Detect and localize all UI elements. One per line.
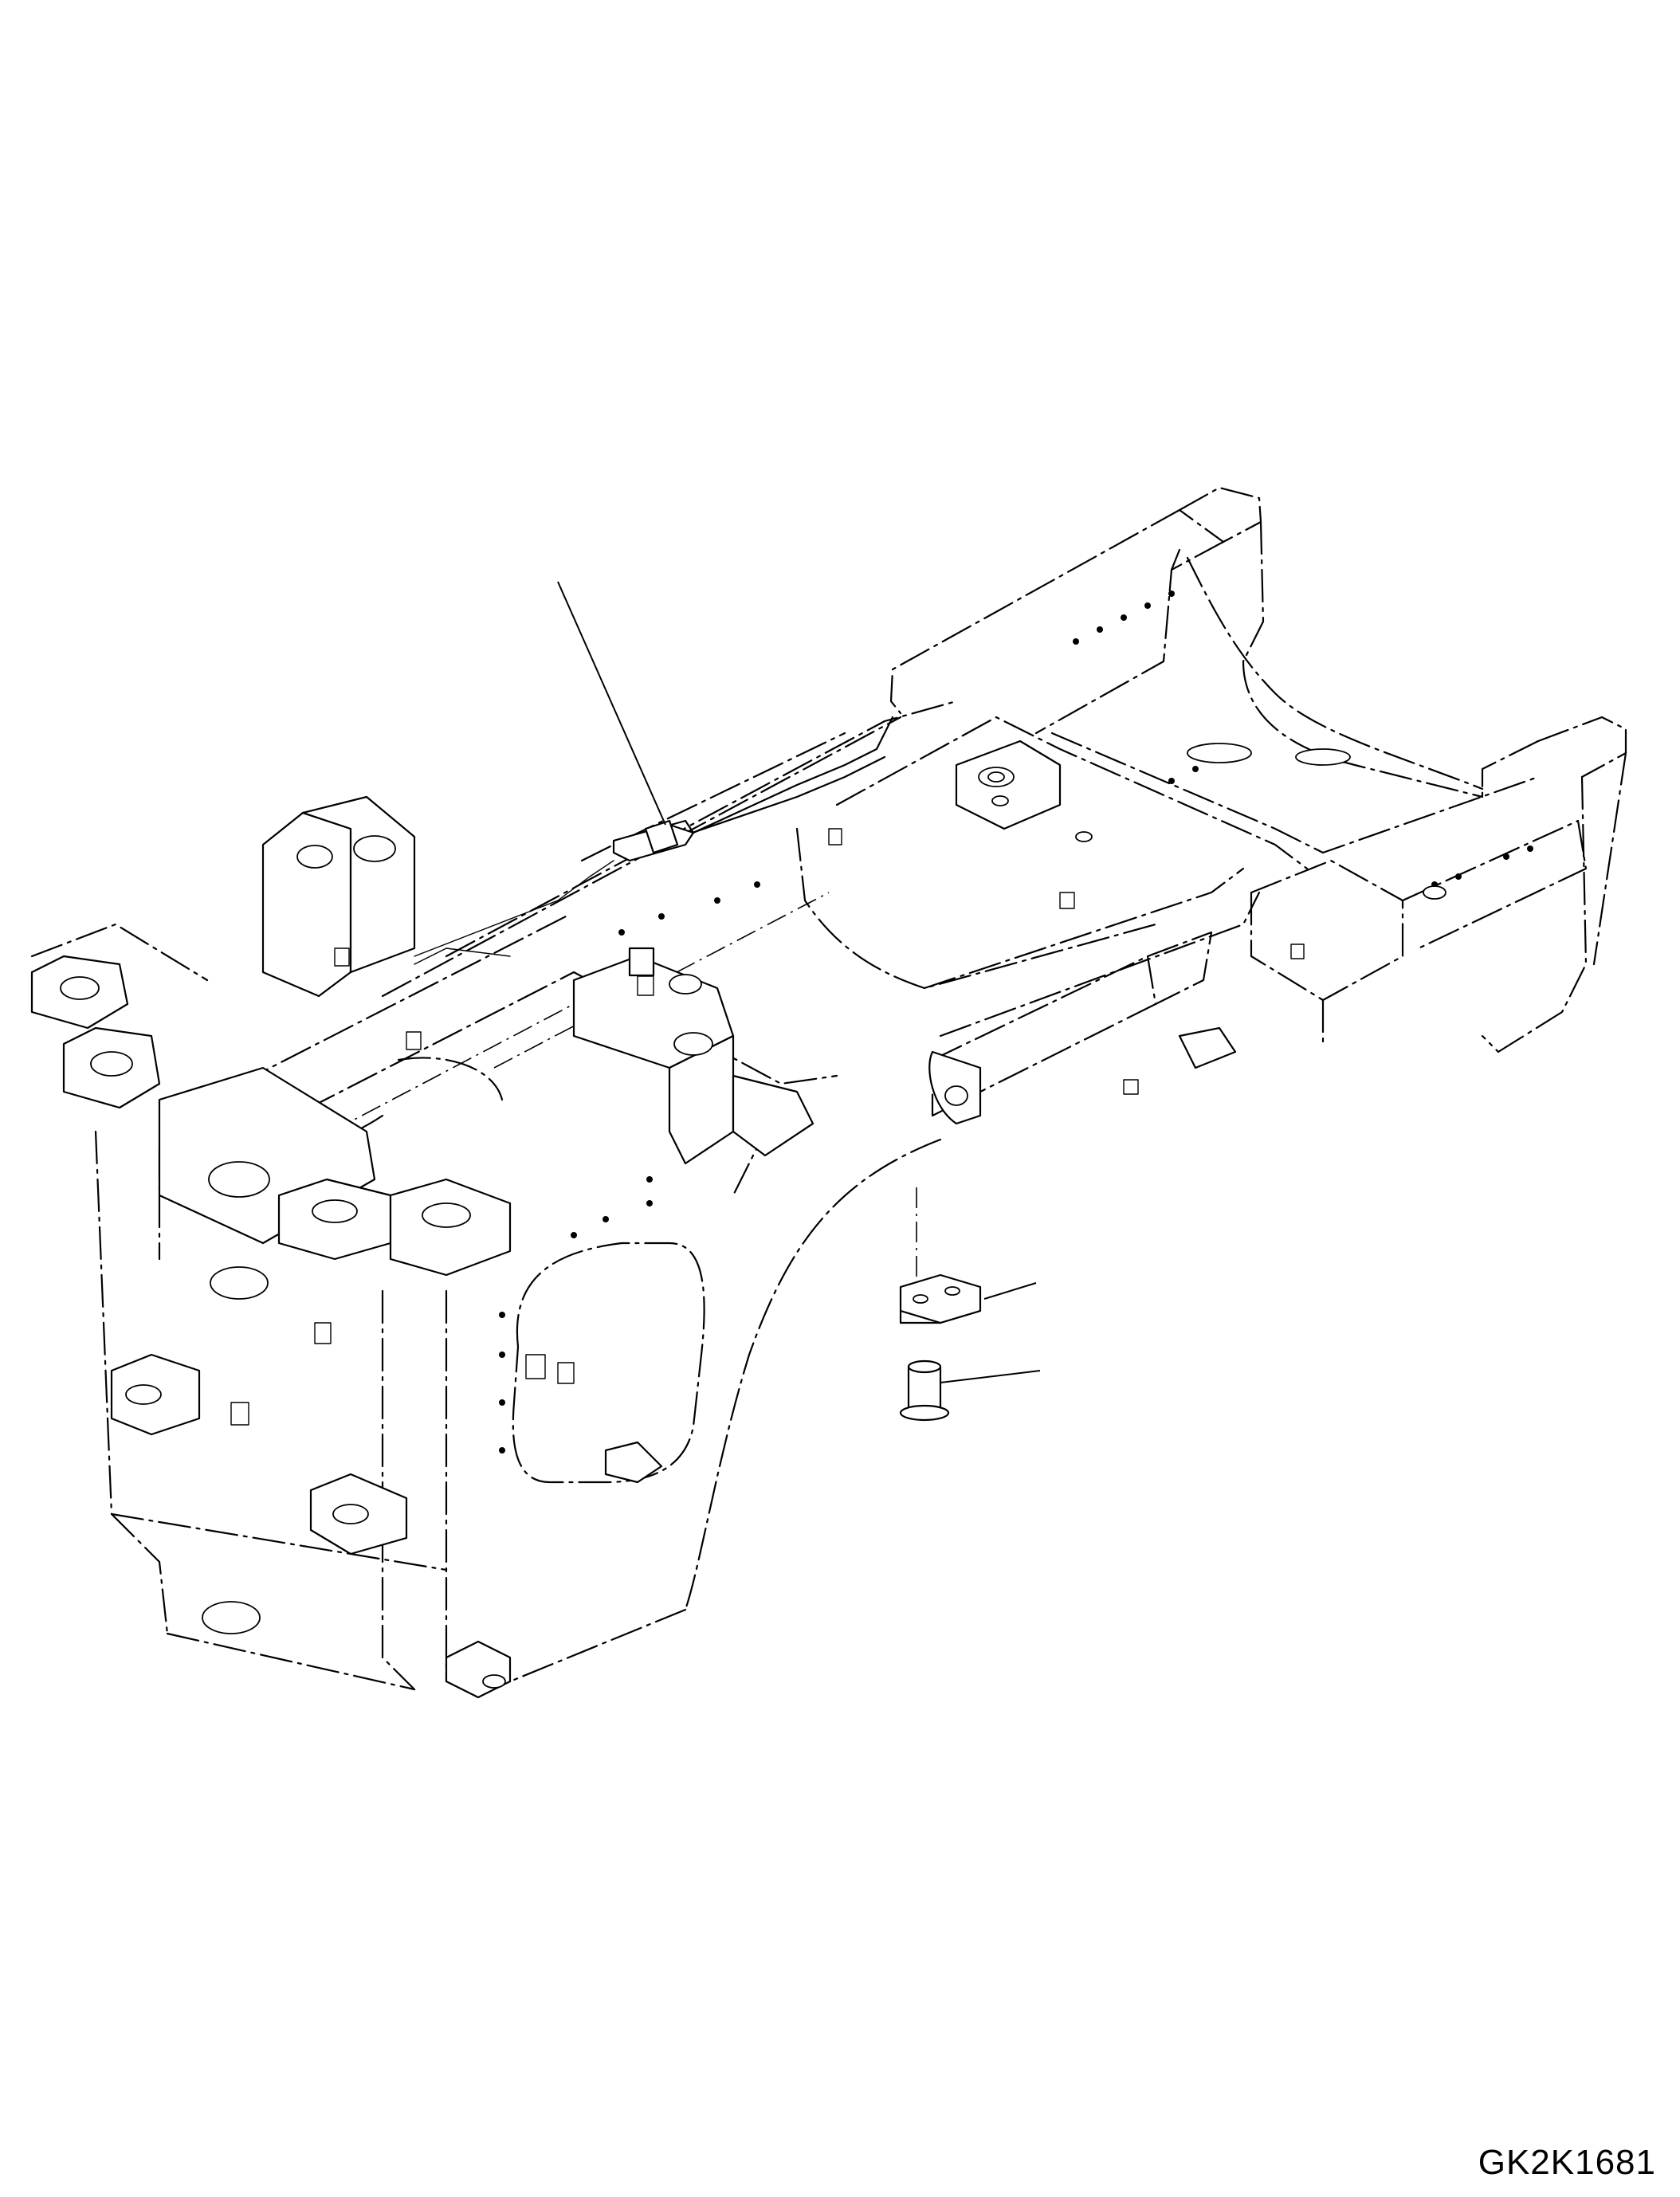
rail-bracket-part xyxy=(414,716,894,965)
drawing-code-label: GK2K1681 xyxy=(1478,2143,1656,2182)
frame-brackets xyxy=(30,740,1237,1699)
frame-detail-marks xyxy=(230,590,1533,1454)
exploded-parts xyxy=(557,581,1041,1422)
leader-line-rail xyxy=(557,581,666,826)
leader-line-pin xyxy=(940,1370,1041,1383)
leader-line-plate xyxy=(983,1282,1037,1300)
